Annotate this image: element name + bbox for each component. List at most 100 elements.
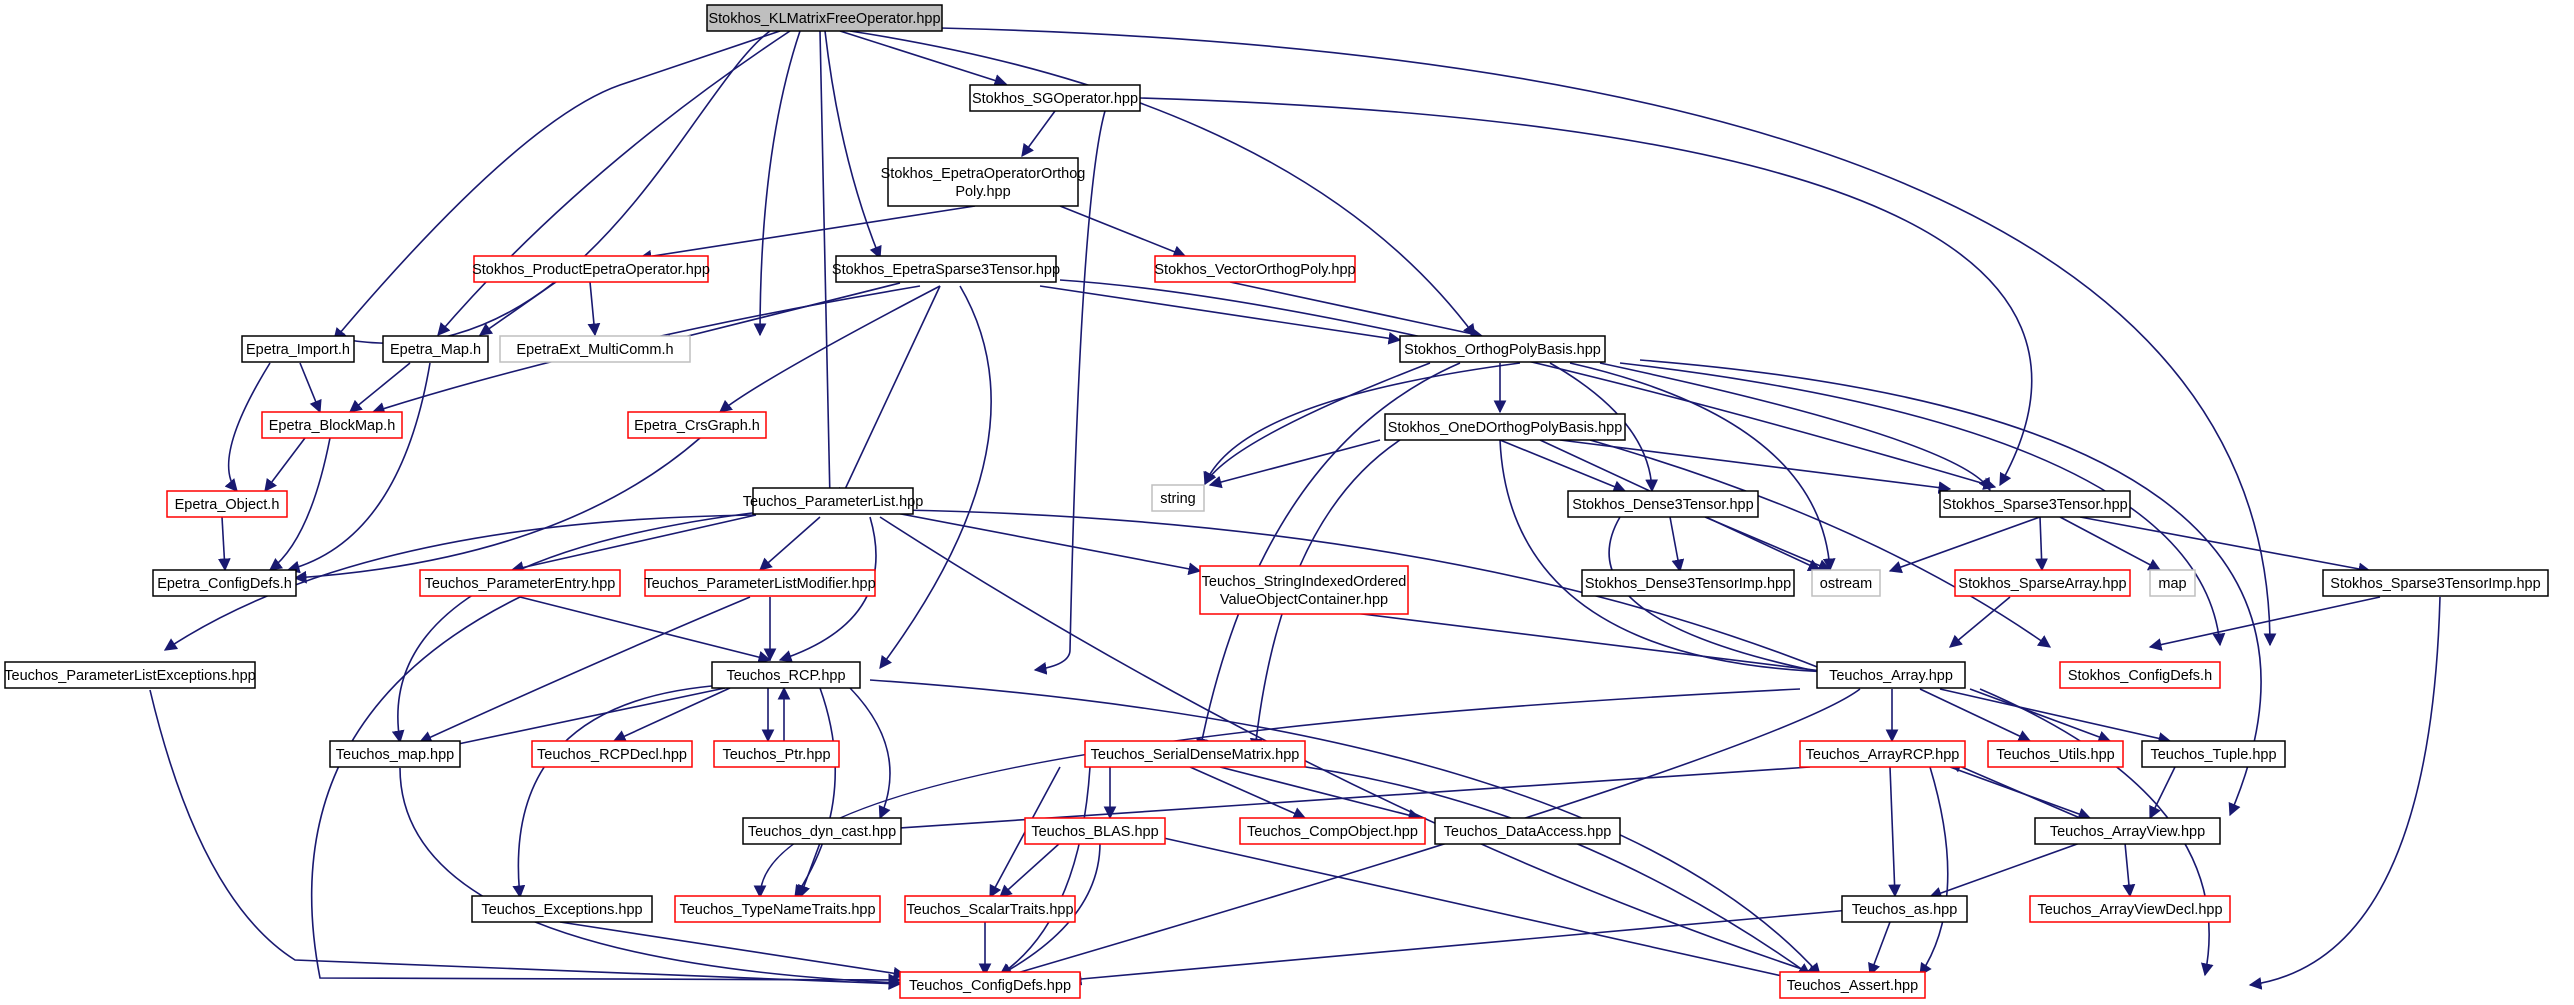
graph-node-string[interactable]: string [1151, 484, 1205, 512]
edge [510, 514, 757, 574]
node-box [1384, 413, 1626, 441]
graph-node-map[interactable]: map [2149, 569, 2196, 597]
node-box [1567, 490, 1759, 518]
node-box [644, 569, 876, 597]
edge [2248, 596, 2441, 990]
edge [1639, 359, 2262, 817]
graph-node-scalarTraits[interactable]: Teuchos_ScalarTraits.hpp [904, 895, 1076, 923]
node-box [261, 411, 403, 439]
node-box [1811, 569, 1881, 597]
edge [1704, 516, 1832, 572]
graph-node-dense3Imp[interactable]: Stokhos_Dense3TensorImp.hpp [1581, 569, 1795, 597]
edge [1888, 516, 2041, 574]
graph-node-tuple[interactable]: Teuchos_Tuple.hpp [2141, 740, 2286, 768]
graph-node-epetraMap[interactable]: Epetra_Map.h [382, 335, 489, 363]
node-box [2149, 569, 2196, 597]
graph-node-sparse3Imp[interactable]: Stokhos_Sparse3TensorImp.hpp [2322, 569, 2549, 597]
edge [1139, 97, 2033, 487]
node-box [473, 255, 709, 283]
edge [333, 30, 781, 341]
graph-node-typeName[interactable]: Teuchos_TypeNameTraits.hpp [674, 895, 881, 923]
graph-node-multiComm[interactable]: EpetraExt_MultiComm.h [499, 335, 691, 363]
node-label: Teuchos_Exceptions.hpp [481, 902, 642, 918]
edge [1669, 516, 1685, 573]
node-label: Teuchos_StringIndexedOrdered [1202, 574, 1407, 590]
graph-node-epetraImport[interactable]: Epetra_Import.h [241, 335, 355, 363]
node-label: Epetra_ConfigDefs.h [157, 576, 292, 592]
graph-node-compObject[interactable]: Teuchos_CompObject.hpp [1239, 817, 1426, 845]
graph-node-vecOrtho[interactable]: Stokhos_VectorOrthogPoly.hpp [1154, 255, 1356, 283]
graph-node-serialDense[interactable]: Teuchos_SerialDenseMatrix.hpp [1084, 740, 1306, 768]
graph-node-rcpDecl[interactable]: Teuchos_RCPDecl.hpp [531, 740, 693, 768]
node-label: Teuchos_ParameterListModifier.hpp [644, 576, 875, 592]
graph-node-tmap[interactable]: Teuchos_map.hpp [329, 740, 461, 768]
node-box [752, 487, 914, 515]
node-box [1434, 817, 1621, 845]
node-box [627, 411, 767, 439]
graph-node-ptr[interactable]: Teuchos_Ptr.hpp [713, 740, 840, 768]
graph-node-sparseArray[interactable]: Stokhos_SparseArray.hpp [1954, 569, 2131, 597]
node-label: Teuchos_Utils.hpp [1996, 747, 2115, 763]
node-label: Stokhos_Dense3TensorImp.hpp [1585, 576, 1791, 592]
edge [399, 767, 902, 989]
node-label: Teuchos_CompObject.hpp [1247, 824, 1418, 840]
graph-node-blas[interactable]: Teuchos_BLAS.hpp [1024, 817, 1166, 845]
graph-node-sparse3[interactable]: Stokhos_Sparse3Tensor.hpp [1939, 490, 2131, 518]
graph-node-oneD[interactable]: Stokhos_OneDOrthogPolyBasis.hpp [1384, 413, 1626, 441]
node-label: Stokhos_Dense3Tensor.hpp [1572, 497, 1753, 513]
graph-node-epetraSparse[interactable]: Stokhos_EpetraSparse3Tensor.hpp [832, 255, 1060, 283]
node-box [1399, 335, 1606, 363]
graph-node-ostream[interactable]: ostream [1811, 569, 1881, 597]
graph-node-stokhosConfig[interactable]: Stokhos_ConfigDefs.h [2059, 661, 2221, 689]
graph-node-configDefsH[interactable]: Epetra_ConfigDefs.h [152, 569, 297, 597]
graph-node-rcp[interactable]: Teuchos_RCP.hpp [711, 661, 861, 689]
graph-node-array[interactable]: Teuchos_Array.hpp [1816, 661, 1966, 689]
edge [163, 514, 756, 651]
graph-node-paramMod[interactable]: Teuchos_ParameterListModifier.hpp [644, 569, 876, 597]
graph-node-dense3[interactable]: Stokhos_Dense3Tensor.hpp [1567, 490, 1759, 518]
edge [839, 30, 1008, 87]
edge [1499, 439, 1627, 493]
node-box [1954, 569, 2131, 597]
graph-node-epetraObject[interactable]: Epetra_Object.h [166, 490, 288, 518]
graph-node-root[interactable]: Stokhos_KLMatrixFreeOperator.hpp [706, 4, 943, 32]
graph-node-utils[interactable]: Teuchos_Utils.hpp [1987, 740, 2124, 768]
edge [1499, 439, 1832, 678]
graph-node-tConfig[interactable]: Teuchos_ConfigDefs.hpp [899, 971, 1081, 999]
graph-node-as[interactable]: Teuchos_as.hpp [1841, 895, 1968, 923]
edge [2035, 516, 2048, 572]
graph-node-assert[interactable]: Teuchos_Assert.hpp [1779, 971, 1926, 999]
graph-node-prodEpetra[interactable]: Stokhos_ProductEpetraOperator.hpp [472, 255, 710, 283]
node-label: Epetra_CrsGraph.h [634, 418, 760, 434]
graph-node-strIdx1[interactable]: Teuchos_StringIndexedOrderedValueObjectC… [1199, 565, 1409, 615]
graph-node-blockMap[interactable]: Epetra_BlockMap.h [261, 411, 403, 439]
graph-node-dataAccess[interactable]: Teuchos_DataAccess.hpp [1434, 817, 1621, 845]
graph-node-exceptions[interactable]: Teuchos_Exceptions.hpp [471, 895, 653, 923]
graph-node-sgop[interactable]: Stokhos_SGOperator.hpp [969, 84, 1141, 112]
node-label: Teuchos_map.hpp [336, 747, 455, 763]
edge [998, 688, 1861, 981]
graph-node-paramList[interactable]: Teuchos_ParameterList.hpp [743, 487, 924, 515]
graph-node-crsGraph[interactable]: Epetra_CrsGraph.h [627, 411, 767, 439]
graph-node-arrayRCP[interactable]: Teuchos_ArrayRCP.hpp [1799, 740, 1966, 768]
edge [1948, 760, 2081, 819]
node-label: string [1160, 491, 1195, 507]
graph-node-arrayViewDecl[interactable]: Teuchos_ArrayViewDecl.hpp [2029, 895, 2231, 923]
graph-node-orthoBasis[interactable]: Stokhos_OrthogPolyBasis.hpp [1399, 335, 1606, 363]
graph-node-arrayView[interactable]: Teuchos_ArrayView.hpp [2034, 817, 2221, 845]
graph-node-paramExc[interactable]: Teuchos_ParameterListExceptions.hpp [4, 661, 256, 689]
edge [999, 842, 1061, 898]
node-box [1779, 971, 1926, 999]
graph-node-dynCast[interactable]: Teuchos_dyn_cast.hpp [742, 817, 902, 845]
node-label: Stokhos_OrthogPolyBasis.hpp [1404, 342, 1601, 358]
node-label: Stokhos_SparseArray.hpp [1958, 576, 2126, 592]
edge [778, 516, 877, 663]
graph-node-paramEntry[interactable]: Teuchos_ParameterEntry.hpp [419, 569, 621, 597]
node-box [166, 490, 288, 518]
node-label: Epetra_Object.h [175, 497, 280, 513]
edge [519, 596, 772, 664]
edge [1219, 766, 1422, 822]
edge [1208, 439, 1381, 489]
